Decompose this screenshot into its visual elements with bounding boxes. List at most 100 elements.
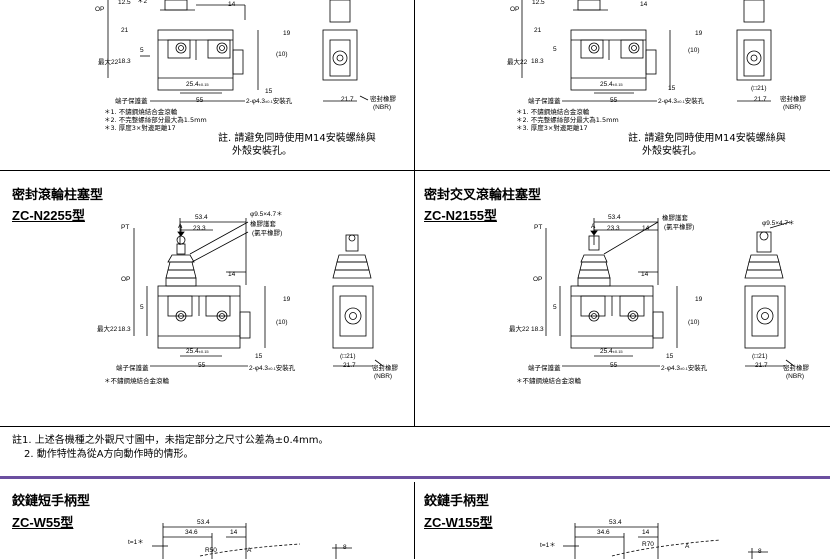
center-divider-bottom xyxy=(414,482,415,559)
dim-10: (10) xyxy=(688,319,700,326)
center-divider-top xyxy=(414,0,415,426)
remark-top-left: 註. 請避免同時使用M14安裝螺絲與 外殼安裝孔。 xyxy=(218,133,376,157)
model-number: ZC-W55型 xyxy=(12,515,74,530)
mount-holes: 2-φ4.3±0.1安裝孔 xyxy=(661,365,708,372)
note-2: ＊2. 不完整螺絲部分最大為1.5mm xyxy=(516,116,619,125)
notes-top-right: ＊1. 不鏽鋼燒結合金滾輪 ＊2. 不完整螺絲部分最大為1.5mm ＊3. 厚度… xyxy=(516,108,619,132)
model-number: ZC-W155型 xyxy=(424,515,493,530)
dim-14-top: 14 xyxy=(642,225,650,232)
dim-12-5: 12.5 xyxy=(532,0,545,6)
dim-14: 14 xyxy=(641,271,649,278)
dim-a: A xyxy=(247,547,252,554)
note-2: ＊2. 不完整螺絲部分最大為1.5mm xyxy=(104,116,207,125)
nbr-label: (NBR) xyxy=(373,104,392,111)
dim-55: 55 xyxy=(610,97,618,104)
dim-25-4: 25.4±0.15 xyxy=(600,348,623,355)
terminal-label: 端子保護蓋 xyxy=(528,98,561,105)
dim-15: 15 xyxy=(668,85,676,92)
dim-53-4: 53.4 xyxy=(197,519,210,526)
dim-21: (□21) xyxy=(340,353,356,360)
dim-14: 14 xyxy=(228,271,236,278)
boot-label: 橡膠護套 xyxy=(250,221,276,228)
dim-op: OP xyxy=(121,276,131,283)
boot-label: 橡膠護套 xyxy=(662,215,688,222)
dim-op: OP xyxy=(510,6,520,13)
dim-a: A xyxy=(685,543,690,550)
terminal-label: 端子保護蓋 xyxy=(115,98,148,105)
radius: R70 xyxy=(642,541,654,548)
seal-label: 密封橡膠 xyxy=(370,96,396,103)
dim-21: 21 xyxy=(534,27,542,34)
dim-19: 19 xyxy=(695,30,703,37)
dim-18-3: 18.3 xyxy=(118,326,131,333)
notes-top-left: ＊1. 不鏽鋼燒結合金滾輪 ＊2. 不完整螺絲部分最大為1.5mm ＊3. 厚度… xyxy=(104,108,207,132)
dim-53-4: 53.4 xyxy=(195,214,208,221)
note-1: ＊1. 不鏽鋼燒結合金滾輪 xyxy=(104,108,178,116)
section-title: 鉸鏈手柄型 xyxy=(424,494,490,509)
dim-15: 15 xyxy=(265,88,273,95)
dim-15: 15 xyxy=(255,353,263,360)
dim-pt: PT xyxy=(121,224,130,231)
dim-23-3: 23.3 xyxy=(193,225,206,232)
dim-10: (10) xyxy=(276,319,288,326)
dim-max22: 最大22 xyxy=(507,59,528,66)
terminal-label: 端子保護蓋 xyxy=(528,365,561,372)
note-1: ＊不鏽鋼燒結合金滾輪 xyxy=(516,377,581,385)
dim-25-4: 25.4±0.15 xyxy=(600,81,623,88)
dim-a: A xyxy=(178,223,183,230)
row-divider-bottom xyxy=(0,426,830,427)
dim-14: 14 xyxy=(642,529,650,536)
dim-op: OP xyxy=(95,6,105,13)
notes-mid-left: ＊不鏽鋼燒結合金滾輪 xyxy=(104,377,169,385)
dim-8: 8 xyxy=(343,544,347,551)
nbr-label: (NBR) xyxy=(374,373,393,380)
dim-34-6: 34.6 xyxy=(185,529,198,536)
dim-a: A xyxy=(591,223,596,230)
note-3: ＊3. 厚度3×對邊距離17 xyxy=(516,124,588,133)
dim-19: 19 xyxy=(283,30,291,37)
boot-material: (氯平橡膠) xyxy=(252,230,283,237)
dim-21-7: 21.7 xyxy=(343,362,356,369)
footnote-1: 註1. 上述各機種之外觀尺寸圖中，未指定部分之尺寸公差為±0.4mm。 xyxy=(12,435,329,446)
section-title: 密封交叉滾輪柱塞型 xyxy=(424,188,542,203)
thickness: t=1＊ xyxy=(540,542,556,549)
dim-53-4: 53.4 xyxy=(609,519,622,526)
dim-53-4: 53.4 xyxy=(608,214,621,221)
dim-25-4: 25.4±0.15 xyxy=(186,81,209,88)
dim-pt: PT xyxy=(534,224,543,231)
dim-21b: (□21) xyxy=(751,85,767,92)
dim-5: 5 xyxy=(553,46,557,53)
note-1: ＊1. 不鏽鋼燒結合金滾輪 xyxy=(516,108,590,116)
dim-23-3: 23.3 xyxy=(607,225,620,232)
seal-label: 密封橡膠 xyxy=(780,96,806,103)
dim-15: 15 xyxy=(666,353,674,360)
note-1: ＊不鏽鋼燒結合金滾輪 xyxy=(104,377,169,385)
seal-label: 密封橡膠 xyxy=(372,365,398,372)
dim-18-3: 18.3 xyxy=(118,58,131,65)
roller-spec: φ9.5×4.7＊ xyxy=(762,220,795,227)
note-3: ＊3. 厚度3×對邊距離17 xyxy=(104,124,176,133)
model-number: ZC-N2255型 xyxy=(12,208,85,223)
dim-8: 8 xyxy=(758,548,762,555)
radius: R50 xyxy=(205,547,217,554)
dim-5: 5 xyxy=(553,304,557,311)
dim-5: 5 xyxy=(140,47,144,54)
dim-21-7: 21.7 xyxy=(341,96,354,103)
dim-19: 19 xyxy=(283,296,291,303)
nbr-label: (NBR) xyxy=(786,373,805,380)
dim-21: 21 xyxy=(121,27,129,34)
dim-18-3: 18.3 xyxy=(531,58,544,65)
model-number: ZC-N2155型 xyxy=(424,208,497,223)
dim-max22: 最大22 xyxy=(97,326,118,333)
mount-holes: 2-φ4.3±0.1安裝孔 xyxy=(658,98,705,105)
boot-material: (氯平橡膠) xyxy=(664,224,695,231)
notes-mid-right: ＊不鏽鋼燒結合金滾輪 xyxy=(516,377,581,385)
dim-21: (□21) xyxy=(752,353,768,360)
dim-10: (10) xyxy=(688,47,700,54)
section-divider xyxy=(0,476,830,479)
dim-op: OP xyxy=(533,276,543,283)
row-divider-top xyxy=(0,170,830,171)
dim-12-5: 12.5 xyxy=(118,0,131,6)
nbr-label: (NBR) xyxy=(783,104,802,111)
section-title: 鉸鏈短手柄型 xyxy=(12,494,91,509)
